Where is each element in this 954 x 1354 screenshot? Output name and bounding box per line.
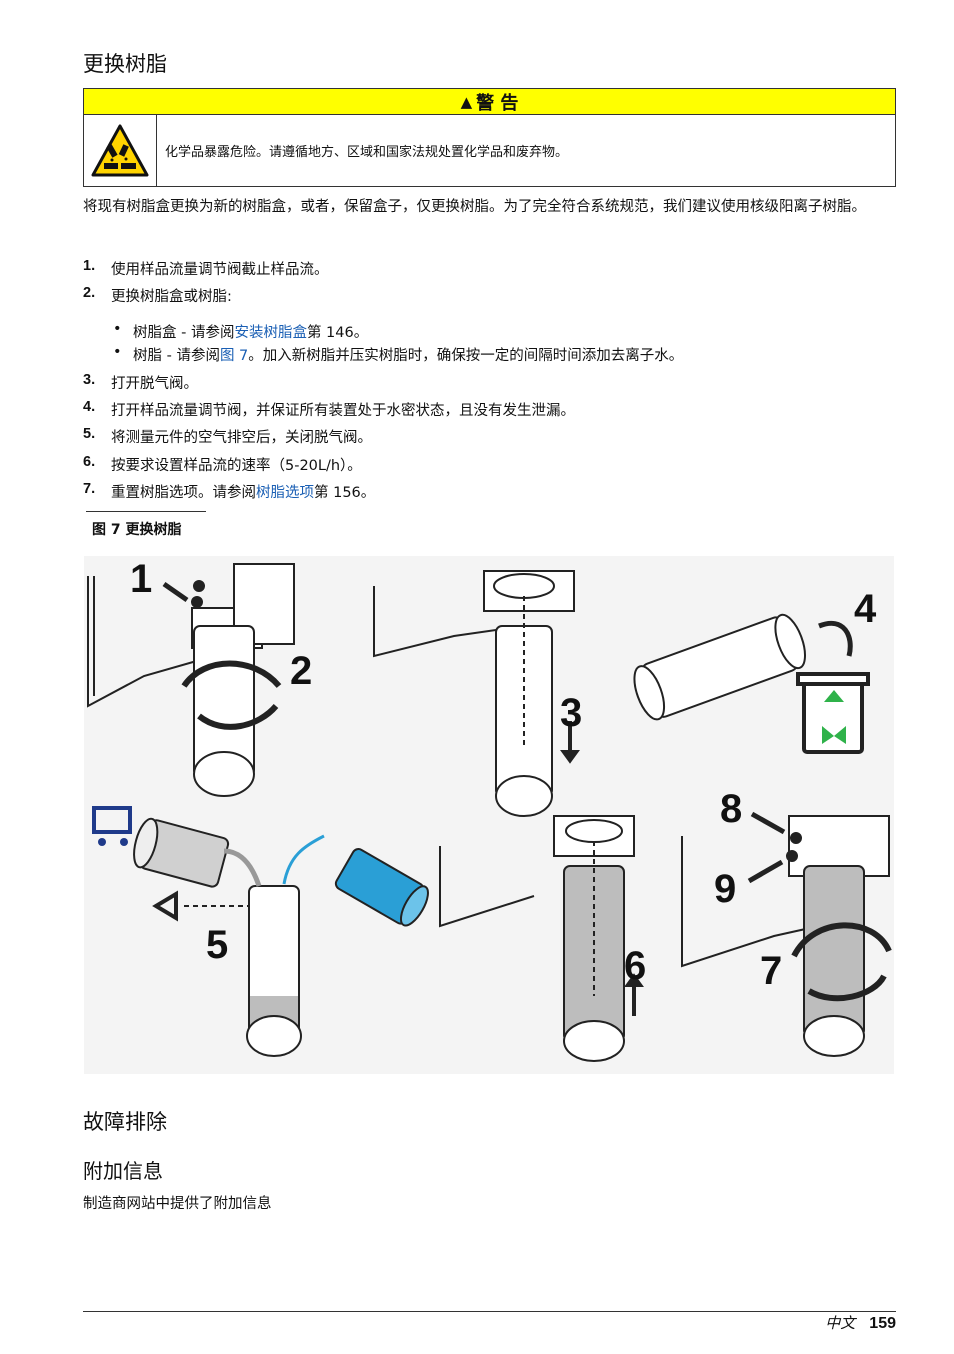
panel-dispose-cartridge xyxy=(633,613,870,754)
figure-step-6: 6 xyxy=(624,944,646,988)
troubleshooting-title: 故障排除 xyxy=(83,1110,167,1134)
page-number: 159 xyxy=(869,1315,896,1332)
figure-step-5: 5 xyxy=(206,923,228,967)
figure-step-2: 2 xyxy=(290,649,312,693)
figure-rule xyxy=(86,511,206,512)
figure-step-8: 8 xyxy=(720,787,742,831)
figure-step-7: 7 xyxy=(760,949,782,993)
panel-raise-cartridge xyxy=(439,815,644,1062)
link-install-cartridge[interactable]: 安装树脂盒 xyxy=(234,325,307,341)
bullet-resin: • 树脂 - 请参阅 图 7 。加入新树脂并压实树脂时，确保按一定的间隔时间添加… xyxy=(113,344,684,364)
additional-info-text: 制造商网站中提供了附加信息 xyxy=(83,1196,272,1212)
step-5: 5.将测量元件的空气排空后，关闭脱气阀。 xyxy=(83,426,372,446)
warning-text: 化学品暴露危险。请遵循地方、区域和国家法规处置化学品和废弃物。 xyxy=(165,145,569,160)
panel-reinstall-cartridge xyxy=(681,811,892,1057)
warning-box: ▲ 警 告 化学品暴露危险。请遵循地方、区域和国家法规处置化学品和废弃物。 xyxy=(83,88,896,187)
resin-replacement-figure: 1 2 3 4 5 6 7 8 9 xyxy=(84,556,894,1074)
step-1: 1.使用样品流量调节阀截止样品流。 xyxy=(83,258,329,278)
chemical-hazard-icon xyxy=(84,115,157,186)
page-footer: 中文 159 xyxy=(825,1312,896,1333)
figure-step-9: 9 xyxy=(714,867,736,911)
step-6: 6.按要求设置样品流的速率（5-20L/h）。 xyxy=(83,454,362,474)
step-7: 7. 重置树脂选项。请参阅 树脂选项 第 156。 xyxy=(83,481,376,501)
warning-heading: 警 告 xyxy=(476,92,519,114)
panel-remove-cartridge xyxy=(87,563,295,797)
footer-rule xyxy=(83,1311,896,1312)
figure-step-3: 3 xyxy=(560,691,582,735)
step-3: 3.打开脱气阀。 xyxy=(83,372,198,392)
section-title: 更换树脂 xyxy=(83,52,167,76)
panel-lower-cartridge xyxy=(373,570,580,817)
bullet-cartridge: • 树脂盒 - 请参阅 安装树脂盒 第 146。 xyxy=(113,321,369,341)
figure-step-4: 4 xyxy=(854,587,877,631)
warning-header: ▲ 警 告 xyxy=(84,89,895,115)
step-4: 4.打开样品流量调节阀，并保证所有装置处于水密状态，且没有发生泄漏。 xyxy=(83,399,575,419)
additional-info-title: 附加信息 xyxy=(83,1159,163,1183)
shopping-cart-icon xyxy=(92,806,132,846)
footer-language: 中文 xyxy=(825,1314,856,1332)
intro-paragraph: 将现有树脂盒更换为新的树脂盒，或者，保留盒子，仅更换树脂。为了完全符合系统规范，… xyxy=(83,199,866,215)
warning-triangle-icon: ▲ xyxy=(460,92,473,111)
figure-caption: 图 7 更换树脂 xyxy=(92,522,182,538)
step-2: 2.更换树脂盒或树脂: xyxy=(83,285,232,305)
link-figure-7[interactable]: 图 7 xyxy=(219,348,249,364)
figure-step-1: 1 xyxy=(130,557,152,601)
link-resin-options[interactable]: 树脂选项 xyxy=(256,485,314,501)
panel-refill-resin xyxy=(92,806,429,1057)
